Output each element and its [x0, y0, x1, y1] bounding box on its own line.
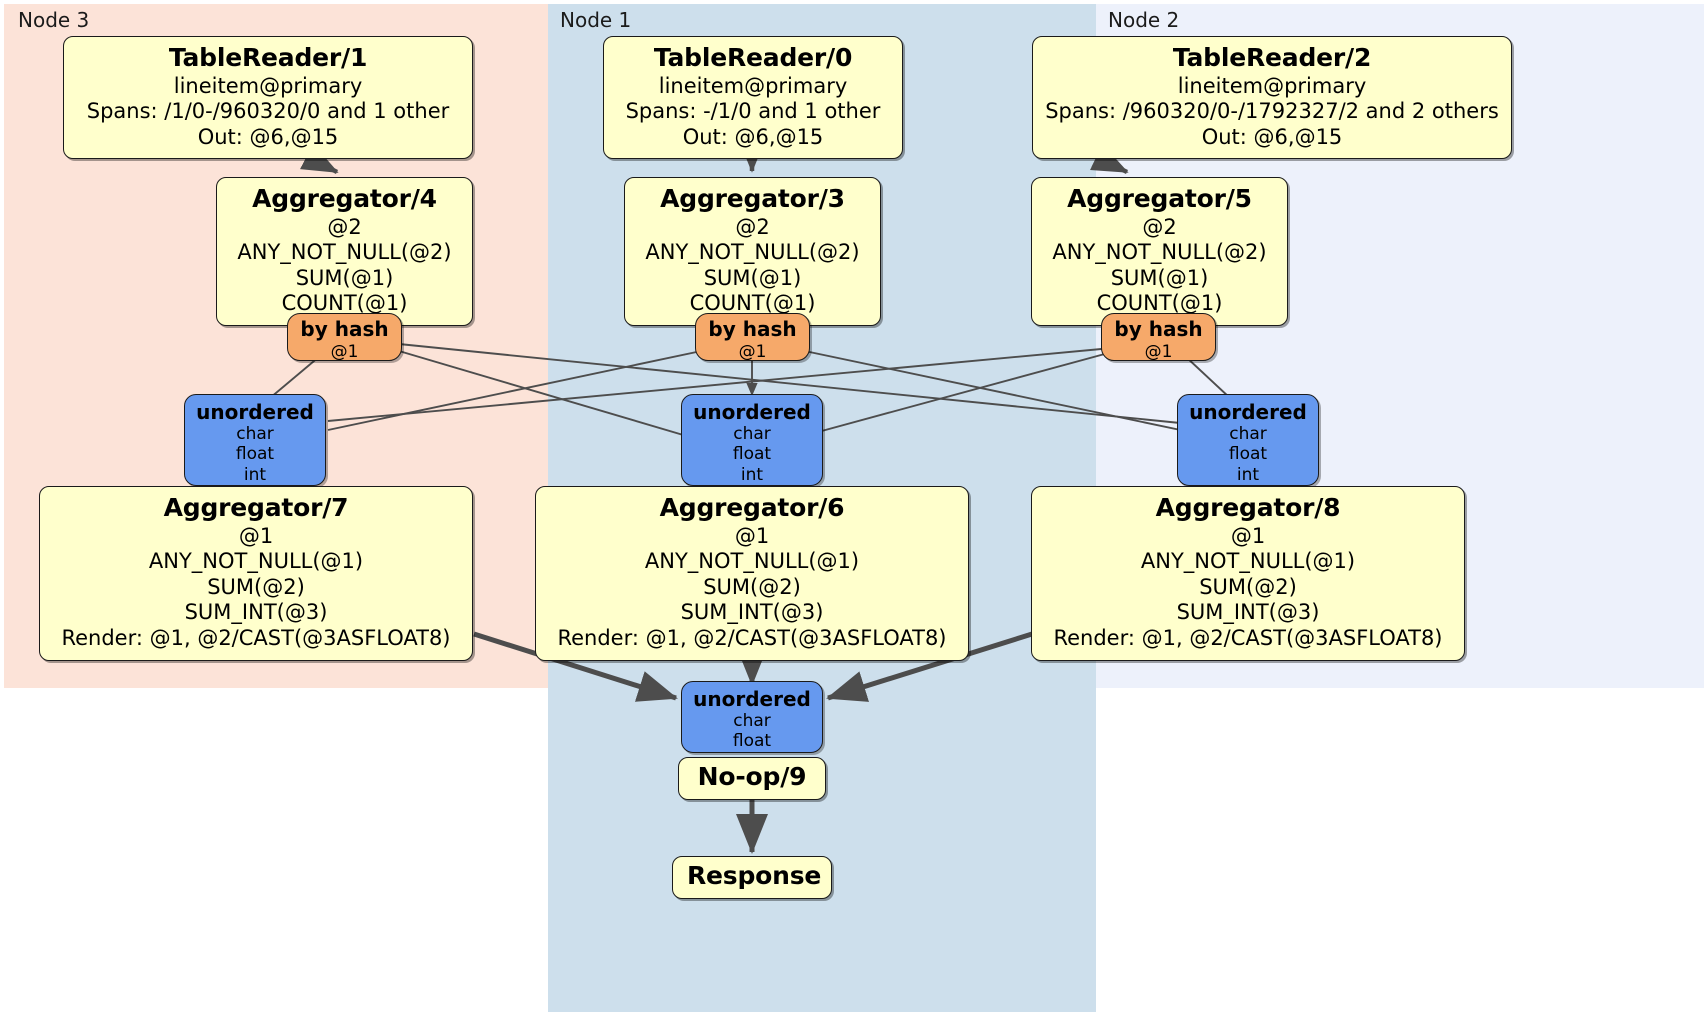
receiver-type-1: char [733, 424, 771, 444]
receiver-type-2: float [732, 444, 772, 465]
router-title: by hash [300, 317, 389, 341]
receiver-type-2: float [235, 444, 275, 465]
processor-detail-agg1: ANY_NOT_NULL(@2) [1052, 240, 1267, 265]
router-by-hash-left[interactable]: by hash @1 [287, 313, 402, 362]
processor-detail-agg1: ANY_NOT_NULL(@1) [148, 549, 364, 574]
processor-detail-groupcols: @1 [1230, 523, 1266, 548]
router-title: by hash [1114, 317, 1203, 341]
region-label-node-3: Node 3 [18, 8, 90, 32]
processor-title: TableReader/0 [653, 43, 853, 72]
processor-detail-table: lineitem@primary [1177, 73, 1367, 98]
processor-title: No-op/9 [697, 762, 807, 791]
processor-detail-agg2: SUM(@2) [703, 574, 801, 599]
receiver-type-3: int [1236, 464, 1260, 485]
processor-detail-agg3: SUM_INT(@3) [680, 600, 824, 625]
processor-title: Aggregator/3 [660, 184, 845, 213]
processor-detail-agg3: SUM_INT(@3) [1176, 600, 1320, 625]
receiver-unordered-middle[interactable]: unordered char float int [681, 394, 823, 486]
processor-aggregator-4[interactable]: Aggregator/4 @2 ANY_NOT_NULL(@2) SUM(@1)… [216, 177, 473, 326]
processor-detail-out: Out: @6,@15 [197, 124, 339, 149]
processor-title: Aggregator/7 [163, 493, 349, 522]
receiver-type-3: int [243, 464, 267, 485]
processor-detail-out: Out: @6,@15 [682, 124, 824, 149]
receiver-title: unordered [1189, 400, 1307, 424]
processor-detail-render: Render: @1, @2/CAST(@3ASFLOAT8) [1053, 625, 1443, 650]
processor-title: Aggregator/4 [252, 184, 437, 213]
processor-detail-table: lineitem@primary [173, 73, 363, 98]
processor-detail-groupcols: @1 [734, 523, 770, 548]
receiver-title: unordered [693, 400, 811, 424]
processor-detail-agg2: SUM(@2) [1199, 574, 1297, 599]
processor-title: Aggregator/8 [1155, 493, 1341, 522]
processor-detail-render: Render: @1, @2/CAST(@3ASFLOAT8) [557, 625, 947, 650]
router-by-hash-right[interactable]: by hash @1 [1101, 313, 1216, 362]
processor-detail-render: Render: @1, @2/CAST(@3ASFLOAT8) [61, 625, 451, 650]
processor-aggregator-7[interactable]: Aggregator/7 @1 ANY_NOT_NULL(@1) SUM(@2)… [39, 486, 473, 661]
processor-detail-agg2: SUM(@2) [207, 574, 305, 599]
receiver-type-1: char [1229, 424, 1267, 444]
processor-no-op-9[interactable]: No-op/9 [678, 757, 826, 800]
processor-detail-agg3: COUNT(@1) [689, 291, 816, 316]
processor-detail-agg2: SUM(@1) [703, 265, 802, 290]
region-label-node-2: Node 2 [1108, 8, 1180, 32]
processor-tablereader-0[interactable]: TableReader/0 lineitem@primary Spans: -/… [603, 36, 903, 160]
router-by-hash-middle[interactable]: by hash @1 [695, 313, 810, 362]
processor-aggregator-5[interactable]: Aggregator/5 @2 ANY_NOT_NULL(@2) SUM(@1)… [1031, 177, 1288, 326]
processor-detail-groupcols: @2 [735, 214, 770, 239]
receiver-title: unordered [693, 687, 811, 711]
processor-detail-agg1: ANY_NOT_NULL(@2) [237, 240, 452, 265]
router-detail: @1 [330, 341, 359, 362]
processor-detail-agg3: SUM_INT(@3) [184, 600, 328, 625]
processor-detail-groupcols: @2 [327, 214, 362, 239]
processor-detail-table: lineitem@primary [658, 73, 848, 98]
processor-aggregator-6[interactable]: Aggregator/6 @1 ANY_NOT_NULL(@1) SUM(@2)… [535, 486, 969, 661]
receiver-unordered-right[interactable]: unordered char float int [1177, 394, 1319, 486]
processor-detail-groupcols: @1 [238, 523, 274, 548]
processor-title: Aggregator/6 [659, 493, 845, 522]
receiver-type-1: char [236, 424, 274, 444]
processor-title: TableReader/1 [168, 43, 368, 72]
processor-detail-agg1: ANY_NOT_NULL(@1) [644, 549, 860, 574]
processor-detail-spans: Spans: /960320/0-/1792327/2 and 2 others [1045, 99, 1499, 124]
processor-detail-agg3: COUNT(@1) [281, 291, 408, 316]
receiver-title: unordered [196, 400, 314, 424]
processor-aggregator-8[interactable]: Aggregator/8 @1 ANY_NOT_NULL(@1) SUM(@2)… [1031, 486, 1465, 661]
processor-detail-agg1: ANY_NOT_NULL(@1) [1140, 549, 1356, 574]
processor-title: Response [687, 861, 822, 890]
processor-tablereader-1[interactable]: TableReader/1 lineitem@primary Spans: /1… [63, 36, 473, 160]
processor-detail-spans: Spans: -/1/0 and 1 other [625, 99, 881, 124]
processor-title: TableReader/2 [1172, 43, 1372, 72]
router-title: by hash [708, 317, 797, 341]
processor-title: Aggregator/5 [1067, 184, 1252, 213]
receiver-type-2: float [732, 731, 772, 752]
processor-response[interactable]: Response [672, 856, 832, 899]
processor-detail-spans: Spans: /1/0-/960320/0 and 1 other [86, 99, 450, 124]
processor-detail-agg2: SUM(@1) [1110, 265, 1209, 290]
processor-aggregator-3[interactable]: Aggregator/3 @2 ANY_NOT_NULL(@2) SUM(@1)… [624, 177, 881, 326]
receiver-type-1: char [733, 711, 771, 731]
receiver-unordered-left[interactable]: unordered char float int [184, 394, 326, 486]
processor-detail-groupcols: @2 [1142, 214, 1177, 239]
processor-detail-agg3: COUNT(@1) [1096, 291, 1223, 316]
receiver-unordered-final[interactable]: unordered char float [681, 681, 823, 753]
processor-detail-out: Out: @6,@15 [1201, 124, 1343, 149]
processor-detail-agg2: SUM(@1) [295, 265, 394, 290]
receiver-type-2: float [1228, 444, 1268, 465]
receiver-type-3: int [740, 464, 764, 485]
processor-detail-agg1: ANY_NOT_NULL(@2) [645, 240, 860, 265]
processor-tablereader-2[interactable]: TableReader/2 lineitem@primary Spans: /9… [1032, 36, 1512, 160]
router-detail: @1 [738, 341, 767, 362]
router-detail: @1 [1144, 341, 1173, 362]
region-label-node-1: Node 1 [560, 8, 632, 32]
